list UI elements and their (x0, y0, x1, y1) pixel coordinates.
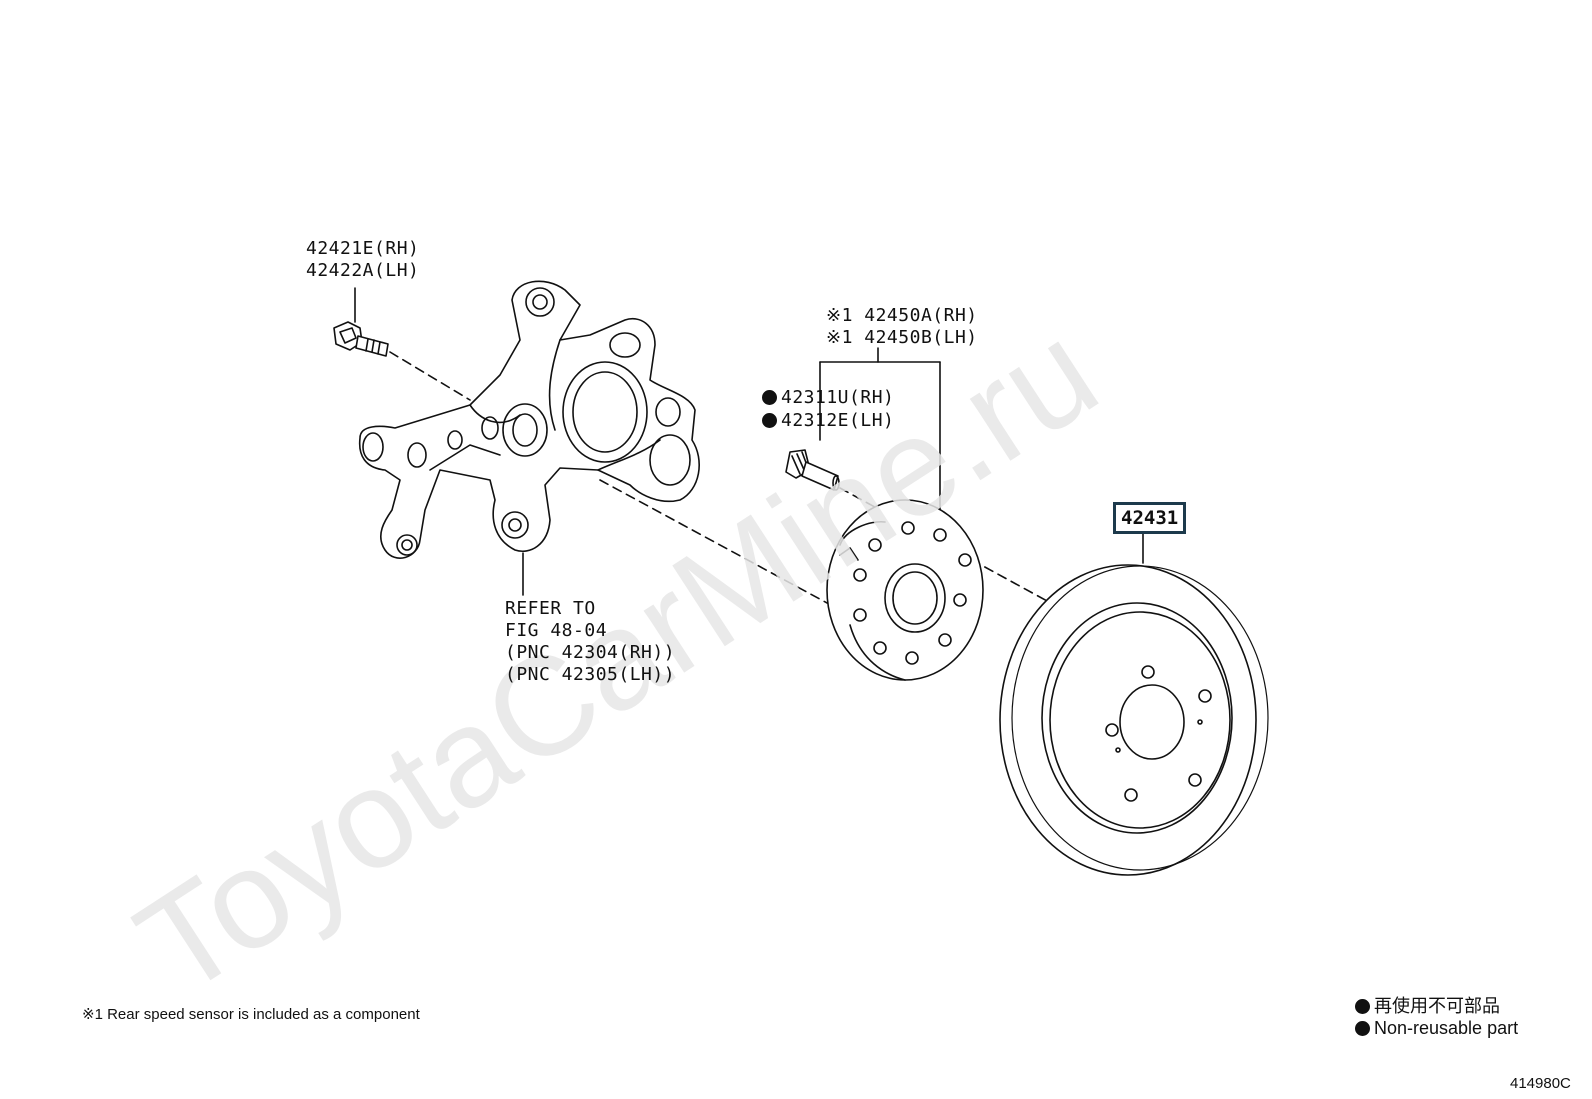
refer-line-2: FIG 48-04 (505, 620, 608, 641)
figure-id: 414980C (1510, 1075, 1571, 1092)
refer-line-4: (PNC 42305(LH)) (505, 664, 676, 685)
stud-label-lh: 42312E(LH) (762, 410, 894, 432)
rear-axle-carrier (358, 280, 700, 559)
disc-part-number[interactable]: 42431 (1113, 502, 1187, 534)
rear-axle-hub-bearing (826, 499, 984, 681)
non-reusable-dot-icon (762, 413, 777, 428)
stud-label-rh: 42311U(RH) (762, 387, 894, 409)
stud-label-rh-text: 42311U(RH) (781, 387, 895, 408)
legend-en-text: Non-reusable part (1374, 1018, 1519, 1038)
hub-label-rh: ※1 42450A(RH) (826, 305, 978, 326)
hub-label-lh: ※1 42450B(LH) (826, 327, 978, 348)
legend-en: Non-reusable part (1355, 1018, 1518, 1039)
hub-bracket-leader (819, 347, 941, 511)
stud-label-lh-text: 42312E(LH) (781, 410, 895, 431)
bolt-label-lh: 42422A(LH) (306, 260, 420, 281)
legend-dot-icon (1355, 999, 1370, 1014)
knuckle-bolt (333, 321, 389, 357)
refer-line-3: (PNC 42304(RH)) (505, 642, 676, 663)
legend-dot-icon (1355, 1021, 1370, 1036)
legend-jp-text: 再使用不可部品 (1374, 996, 1500, 1016)
legend-jp: 再使用不可部品 (1355, 992, 1500, 1018)
hub-bolt (785, 449, 840, 491)
footnote: ※1 Rear speed sensor is included as a co… (82, 1006, 420, 1023)
rear-brake-disc (999, 564, 1269, 876)
bolt-label-rh: 42421E(RH) (306, 238, 420, 259)
refer-line-1: REFER TO (505, 598, 596, 619)
non-reusable-dot-icon (762, 390, 777, 405)
